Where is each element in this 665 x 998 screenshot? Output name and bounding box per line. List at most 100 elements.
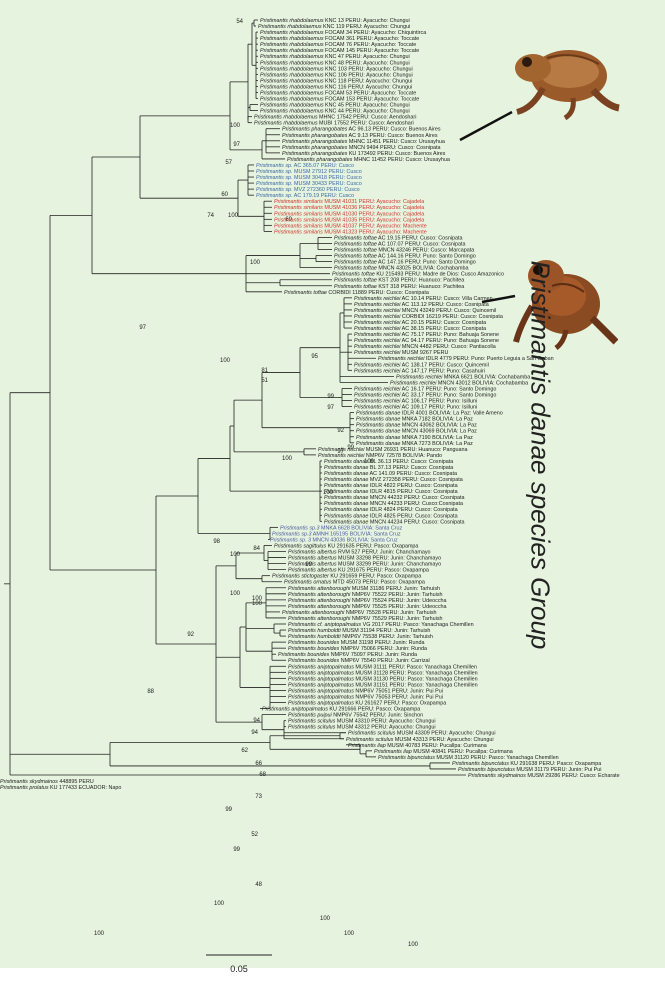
tip-voucher-locality: MUSM 30433 PERU: Cusco <box>293 181 362 187</box>
tip-taxon: Pristimantis reichlei <box>354 405 401 411</box>
tip-labels: Pristimantis rhabdolaemus KNC 13 PERU: A… <box>0 18 620 791</box>
tip-voucher-locality: NMP6V 75529 PERU: Junin: Tarhuish <box>350 616 442 622</box>
tip-voucher-locality: MUSM 31151 PERU: Pasco: Yanachaga Chemil… <box>354 682 478 688</box>
tip-label: Pristimantis toftae KU 215493 PERU: Madr… <box>332 272 504 278</box>
tip-label: Pristimantis albertus MUSM 33298 PERU: J… <box>288 556 441 562</box>
tip-voucher-locality: KST 318 PERU: Huanuco: Pachitea <box>377 284 464 290</box>
tip-label: Pristimantis danae BL 37.13 PERU: Cusco:… <box>324 465 453 471</box>
tip-taxon: Pristimantis reichlei <box>378 356 425 362</box>
tip-label: Pristimantis danae IDLR 4815 PERU: Cusco… <box>324 489 458 495</box>
support-value: 62 <box>241 748 248 754</box>
support-value: 94 <box>253 718 260 724</box>
tip-taxon: Pristimantis danae <box>324 483 368 489</box>
tip-label: Pristimantis sp. AC 179.19 PERU: Cusco <box>256 193 354 199</box>
tip-taxon: Pristimantis danae <box>324 513 368 519</box>
tip-label: Pristimantis humboldti NMP6V 75538 PERU:… <box>288 634 433 640</box>
tip-voucher-locality: NMP6V 75051 PERU: Junin: Pui Pui <box>354 688 443 694</box>
tip-label: Pristimantis reichlei MNCN 4482 PERU: Cu… <box>354 344 496 350</box>
tip-voucher-locality: KNC 44 PERU: Ayacucho: Chungui <box>324 109 410 115</box>
tip-voucher-locality: MHNC 17542 PERU: Cusco: Aendoshari <box>318 115 417 121</box>
tip-voucher-locality: KST 208 PERU: Huanuco: Pachitea <box>377 278 464 284</box>
tip-label: Pristimantis reichlei MNCN 43249 PERU: C… <box>354 308 496 314</box>
tip-label: Pristimantis pharangobates KU 173492 PER… <box>282 151 446 157</box>
tip-label: Pristimantis rhabdolaemus KNC 45 PERU: A… <box>260 103 410 109</box>
support-value: 97 <box>139 325 146 331</box>
tip-label: Pristimantis scitulus MUSM 43309 PERU: A… <box>348 731 496 737</box>
tip-taxon: Pristimantis cf. aniptopalmatus <box>288 622 361 628</box>
tip-taxon: Pristimantis rhabdolaemus <box>260 97 324 103</box>
frog-pointer-lines <box>459 110 516 304</box>
tip-voucher-locality: AC 16.17 PERU: Puno: Santo Domingo <box>400 386 496 392</box>
tip-taxon: Pristimantis reichlei <box>354 362 401 368</box>
support-value: 100 <box>252 601 263 607</box>
tip-voucher-locality: KNC 103 PERU: Ayacucho: Chungui <box>324 66 413 72</box>
tip-taxon: Pristimantis reichlei <box>318 447 365 453</box>
tip-label: Pristimantis danae MNCN 44232 PERU: Cusc… <box>324 495 465 501</box>
tip-label: Pristimantis bounides NMP6V 75540 PERU: … <box>288 658 430 664</box>
tip-label: Pristimantis pharangobates AC 9.13 PERU:… <box>282 133 438 139</box>
support-value: 48 <box>255 882 262 888</box>
tip-label: Pristimantis albertus KU 291675 PERU: Pa… <box>288 568 429 574</box>
tip-voucher-locality: MUSM 31179 PERU: Junin: Pui Pui <box>515 767 602 773</box>
tip-voucher-locality: MNCN 4482 PERU: Cusco: Pantiacolla <box>400 344 495 350</box>
tip-taxon: Pristimantis attenboroughi <box>288 592 351 598</box>
tip-taxon: Pristimantis toftae <box>284 290 327 296</box>
tip-label: Pristimantis toftae AC 147.16 PERU: Puno… <box>334 260 476 266</box>
tip-voucher-locality: NMP6V 75525 PERU: Junin: Udeoccha <box>350 604 446 610</box>
tip-voucher-locality: RVM 527 PERU: Junin: Chanchamayo <box>337 550 431 556</box>
tip-voucher-locality: IDLR 4779 PERU: Puno: Puerto Leguia a Sa… <box>424 356 553 362</box>
tip-voucher-locality: MUSM 29286 PERU: Cusco: Echarate <box>526 773 620 779</box>
tip-taxon: Pristimantis rhabdolaemus <box>260 103 324 109</box>
tip-label: Pristimantis toftae MNCN 43246 PERU: Cus… <box>334 248 474 254</box>
tip-label: Pristimantis reichlei AC 94.17 PERU: Pun… <box>354 338 499 344</box>
tip-label: Pristimantis rhabdolaemus FOCAM 153 PERU… <box>260 97 419 103</box>
tip-taxon: Pristimantis reichlei <box>354 308 401 314</box>
tip-taxon: Pristimantis toftae <box>334 284 377 290</box>
tip-taxon: Pristimantis aniptopalmatus <box>288 701 354 707</box>
tip-label: Pristimantis reichlei AC 33.17 PERU: Pun… <box>354 392 496 398</box>
tip-voucher-locality: AC 365.07 PERU: Cusco <box>293 163 354 169</box>
tip-taxon: Pristimantis danae <box>324 471 368 477</box>
support-value: 97 <box>337 449 344 455</box>
tip-voucher-locality: AC 9.13 PERU: Cusco: Buenos Aires <box>347 133 437 139</box>
tip-voucher-locality: FOCAM 153 PERU: Ayacucho: Toccate <box>324 97 420 103</box>
tip-label: Pristimantis rhabdolaemus KNC 119 PERU: … <box>258 24 410 30</box>
tip-label: Pristimantis danae IDLR 4822 PERU: Cusco… <box>324 483 458 489</box>
tip-voucher-locality: MUSM 31186 PERU: Junin: Tarhuish <box>350 586 440 592</box>
tip-label: Pristimantis similaris MUSM 41031 PERU: … <box>274 199 424 205</box>
tip-label: Pristimantis ilap MUSM 40841 PERU: Pucal… <box>374 749 513 755</box>
tip-taxon: Pristimantis ilap <box>374 749 412 755</box>
tip-label: Pristimantis sp.3 MNKA 6628 BOLIVIA: San… <box>280 525 403 531</box>
tip-taxon: Pristimantis reichlei <box>354 386 401 392</box>
tip-taxon: Pristimantis skydmainos <box>468 773 526 779</box>
tip-taxon: Pristimantis rhabdolaemus <box>260 30 324 36</box>
tip-taxon: Pristimantis aniptopalmatus <box>288 676 354 682</box>
tip-voucher-locality: IDLR 4822 PERU: Cusco: Cosnipata <box>368 483 457 489</box>
tip-label: Pristimantis toftae AC 19.15 PERU: Cusco… <box>334 235 463 241</box>
tip-voucher-locality: MUSM 41031 PERU: Ayacucho: Cajadela <box>323 199 424 205</box>
tip-voucher-locality: MVZ 272358 PERU: Cusco: Cosnipata <box>368 477 462 483</box>
tip-label: Pristimantis puipui NMP6V 75542 PERU: Ju… <box>288 713 423 719</box>
tip-voucher-locality: MNKA 7190 BOLIVIA: La Paz <box>400 435 473 441</box>
tip-label: Pristimantis toftae AC 107.07 PERU: Cusc… <box>334 241 466 247</box>
tip-taxon: Pristimantis reichlei <box>318 453 365 459</box>
tip-label: Pristimantis danae MNKA 7273 BOLIVIA: La… <box>356 441 473 447</box>
support-value: 100 <box>220 358 231 364</box>
tip-voucher-locality: KNC 106 PERU: Ayacucho: Chungui <box>324 72 413 78</box>
support-value: 95 <box>311 354 318 360</box>
tip-voucher-locality: AC 147.16 PERU: Puno: Santo Domingo <box>377 260 476 266</box>
tip-label: Pristimantis rhabdolaemus KNC 116 PERU: … <box>260 84 412 90</box>
figure-background <box>0 0 665 968</box>
tip-label: Pristimantis toftae CORBIDI 11889 PERU: … <box>284 290 429 296</box>
tip-label: Pristimantis aniptopalmatus MUSM 31151 P… <box>288 682 478 688</box>
tip-taxon: Pristimantis reichlei <box>354 344 401 350</box>
tip-label: Pristimantis sp. MUSM 27912 PERU: Cusco <box>256 169 362 175</box>
tip-voucher-locality: AC 144.16 PERU: Puno: Santo Domingo <box>377 254 476 260</box>
support-value: 84 <box>253 546 260 552</box>
tip-taxon: Pristimantis rhabdolaemus <box>260 36 324 42</box>
tip-label: Pristimantis prolatus KU 177433 ECUADOR:… <box>0 785 121 791</box>
tip-taxon: Pristimantis toftae <box>334 254 377 260</box>
tip-taxon: Pristimantis attenboroughi <box>288 616 351 622</box>
tip-voucher-locality: MNCN 43036 BOLIVIA: Santa Cruz <box>311 537 398 543</box>
tip-label: Pristimantis aniptopalmatus NMP6V 75053 … <box>288 694 443 700</box>
